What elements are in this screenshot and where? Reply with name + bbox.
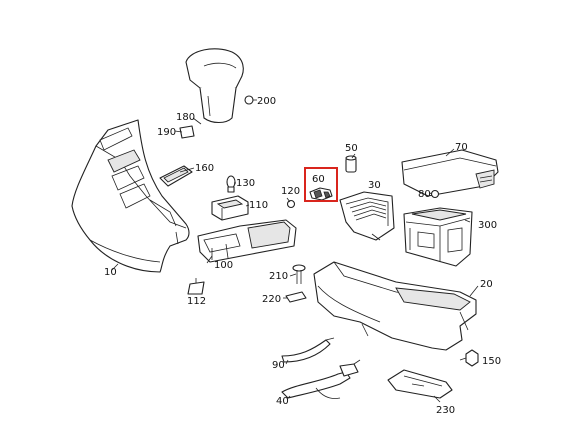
label-10: 10 [104,267,117,278]
part-180-shift-knob[interactable] [185,48,244,124]
part-210-screw[interactable] [292,264,306,284]
part-150-nut[interactable] [465,349,479,367]
label-180: 180 [176,112,195,123]
part-10-console-body[interactable] [71,119,190,273]
label-90: 90 [272,360,285,371]
label-120: 120 [281,186,300,197]
label-190: 190 [157,127,176,138]
part-70-lid[interactable] [401,149,499,197]
label-112: 112 [187,296,206,307]
part-120-screw[interactable] [286,199,296,209]
label-20: 20 [480,279,493,290]
highlight-box-60 [304,167,338,202]
part-40-harness[interactable] [281,359,361,399]
label-40: 40 [276,396,289,407]
part-190-clip[interactable] [179,125,195,139]
label-130: 130 [236,178,255,189]
label-70: 70 [455,142,468,153]
label-200: 200 [257,96,276,107]
part-110-lamp-holder[interactable] [211,195,249,221]
part-112-panel[interactable] [187,281,205,295]
part-230-bracket[interactable] [387,369,453,399]
label-30: 30 [368,180,381,191]
label-160: 160 [195,163,214,174]
part-80-screw[interactable] [430,189,440,199]
part-60-clip[interactable] [309,187,333,201]
label-50: 50 [345,143,358,154]
part-labels: 200 180 190 160 130 110 120 100 112 10 6… [104,96,501,416]
part-50-pin[interactable] [345,155,357,173]
part-160-cover[interactable] [159,165,193,187]
label-80: 80 [418,189,431,200]
label-150: 150 [482,356,501,367]
part-20-console-upper[interactable] [313,261,477,351]
leader-lines [111,117,479,403]
part-200-screw[interactable] [244,95,257,105]
part-30-frame[interactable] [339,191,395,241]
part-100-switch-panel[interactable] [197,219,297,263]
label-100: 100 [214,260,233,271]
label-300: 300 [478,220,497,231]
label-60: 60 [312,174,325,185]
part-90-cable[interactable] [281,337,335,363]
label-230: 230 [436,405,455,416]
label-220: 220 [262,294,281,305]
part-300-storage-unit[interactable] [403,207,473,267]
part-130-bulb[interactable] [226,175,236,193]
part-220-clip[interactable] [285,291,307,303]
label-110: 110 [249,200,268,211]
label-210: 210 [269,271,288,282]
